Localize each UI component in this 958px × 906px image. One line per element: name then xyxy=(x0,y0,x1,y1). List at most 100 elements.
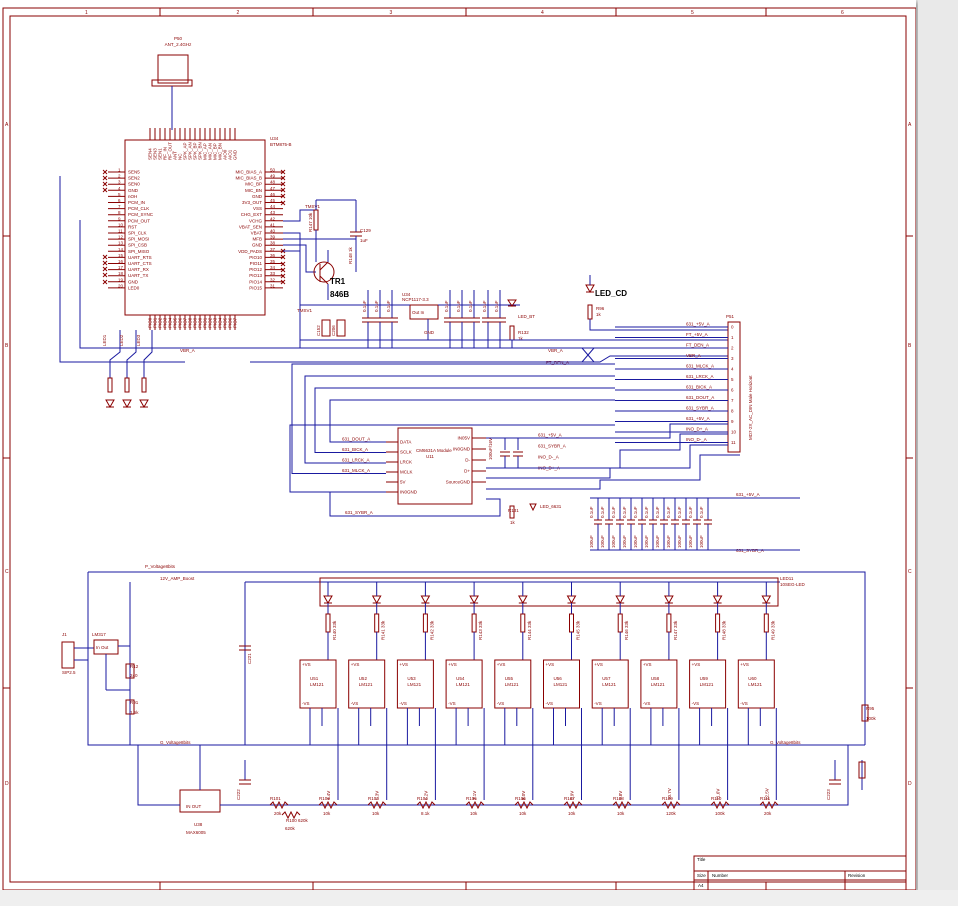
connector-net-label: VBR_A xyxy=(686,353,701,358)
comparator-designator: U58 xyxy=(651,676,660,681)
bt-left-pin-label: LED0 xyxy=(128,285,140,290)
ladder-resistor xyxy=(318,800,338,810)
ladder-resistor xyxy=(759,800,779,810)
no-connect xyxy=(102,175,108,181)
bt-pin-number: 7 xyxy=(118,204,121,209)
bt-pin-number: 44 xyxy=(270,204,276,209)
transistor-lead xyxy=(319,261,329,271)
wire xyxy=(314,387,615,453)
comparator-pin: -VS xyxy=(399,701,407,706)
regulator-pins: Out In xyxy=(412,310,425,315)
left-led xyxy=(105,399,115,409)
connector-designator: P51 xyxy=(726,314,735,319)
bt-top-pin-label: AIO1 xyxy=(228,149,233,160)
cap-value: 0.1uF xyxy=(666,506,671,518)
resistor-value: 100k xyxy=(866,716,877,721)
segment-resistor xyxy=(422,613,428,633)
lm317-pins: In Out xyxy=(96,645,109,650)
bt-top-pin-label: MIC_BP xyxy=(213,143,218,160)
bt-pin-number: 41 xyxy=(270,222,276,227)
wire xyxy=(137,745,180,806)
adc-left-net: 631_LRCK_A xyxy=(342,458,370,463)
wire xyxy=(283,209,316,222)
bt-top-pin-label: SEN1 xyxy=(158,148,163,160)
connector-net-label: 631_LRCK_A xyxy=(686,374,714,379)
horizontal-scrollbar[interactable] xyxy=(0,890,958,906)
led-6631-label: LED_6631 xyxy=(540,504,562,509)
cap-value: 0.1uF xyxy=(374,300,379,312)
bt-bottom-pin-label: PIO6 xyxy=(228,317,233,328)
bt-top-pin-label: MIC_AP xyxy=(203,143,208,160)
frame-row-label: D xyxy=(5,781,9,787)
cap-value: 0.1uF xyxy=(655,506,660,518)
led-segment xyxy=(761,595,772,605)
title-block-size-value: A4 xyxy=(698,883,704,888)
resistor-value: 1k xyxy=(518,336,524,341)
ladder-resistor-value: 20k xyxy=(274,811,282,816)
bt-right-pin-label: CHG_EXT xyxy=(241,212,263,217)
adc-left-pin: SCLK xyxy=(400,450,412,455)
resistor-r147 xyxy=(313,209,319,231)
net-tmsv1-b: TMSV1 xyxy=(297,308,313,313)
threshold-label: 8.0V xyxy=(521,791,526,800)
title-block-number: Number xyxy=(712,873,729,878)
resistor-label: R147 33k xyxy=(673,620,678,640)
bt-top-pin-label: RF_IN xyxy=(163,147,168,160)
bt-pin-number: 32 xyxy=(270,277,276,282)
comparator-value: LM121 xyxy=(651,682,665,687)
connector-pin-number: 9 xyxy=(731,419,734,424)
connector-side-label: MD7-2X_AC_DIN Male Horizont xyxy=(748,375,753,440)
left-led xyxy=(122,399,132,409)
wire xyxy=(486,454,740,490)
cap-value: 0.1uF xyxy=(699,506,704,518)
no-connect xyxy=(102,260,108,266)
wire xyxy=(329,399,615,443)
bt-top-pin-label: RF_OUT xyxy=(168,142,173,160)
bt-right-pin-label: VBAT_SEN xyxy=(239,224,262,229)
bt-pin-number: 12 xyxy=(118,235,124,240)
bt-right-pin-label: MIC_BIAS_B xyxy=(235,176,262,181)
comparator-pin: +VS xyxy=(740,662,749,667)
wire xyxy=(220,745,849,806)
resistor-label: R95 xyxy=(866,706,875,711)
no-connect xyxy=(102,254,108,260)
vertical-scrollbar[interactable] xyxy=(918,0,958,890)
bt-bottom-pin-label: PIO9 xyxy=(193,317,198,328)
cap-value: 0.1uF xyxy=(468,300,473,312)
comparator-body xyxy=(494,659,532,709)
frame-row-label: C xyxy=(908,569,912,575)
segment-resistor xyxy=(715,613,721,633)
transistor-body xyxy=(313,261,335,283)
bt-pin-number: 14 xyxy=(118,247,124,252)
cap-value: 100uF xyxy=(644,535,649,548)
adc-right-net: 631_SYBR_A xyxy=(538,444,566,449)
ladder-resistor-value: 120k xyxy=(666,811,677,816)
bt-pin-number: 35 xyxy=(270,259,276,264)
wire xyxy=(88,571,866,745)
resistor-value: 1k xyxy=(510,520,516,525)
bt-bottom-pin-label: PIO8 xyxy=(188,317,193,328)
bt-pin-number: 18 xyxy=(118,271,124,276)
cap-value: 0.1uF xyxy=(494,300,499,312)
led-segment xyxy=(712,595,723,605)
bt-right-pin-label: MIC_BIAS_A xyxy=(235,170,262,175)
resistor-label: R131 xyxy=(508,508,519,513)
bt-pin-number: 17 xyxy=(118,265,124,270)
bt-pin-number: 49 xyxy=(270,174,276,179)
bt-right-pin-label: MIC_BP xyxy=(245,182,262,187)
ladder-resistor-label: R103 xyxy=(368,796,379,801)
resistor-label: R144 33k xyxy=(527,620,532,640)
led-cd xyxy=(585,284,595,294)
bt-pin-number: 39 xyxy=(270,235,276,240)
bt-bottom-pin-label: PIO3 xyxy=(213,317,218,328)
net-g-voltage-right: G_Voltage8bits xyxy=(770,740,801,745)
ladder-resistor-value: 20k xyxy=(764,811,772,816)
cap-value: 0.1uF xyxy=(386,300,391,312)
bt-right-pin-label: MIC_BN xyxy=(245,188,262,193)
cap-value: 100uF xyxy=(655,535,660,548)
comparator-pin: +VS xyxy=(546,662,555,667)
wire xyxy=(589,319,728,331)
bt-bottom-pin-label: PIO7 xyxy=(183,317,188,328)
wire xyxy=(283,244,316,273)
